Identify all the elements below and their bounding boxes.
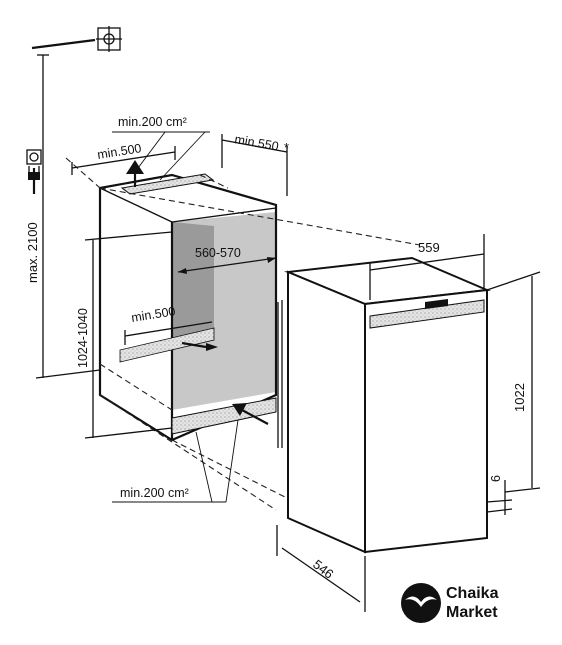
plug-icon <box>28 172 40 180</box>
inner-depth-dimension: min.500 <box>124 304 218 351</box>
appliance-height-dimension: 1022 <box>486 271 541 493</box>
dimension-tick <box>84 427 173 439</box>
dimension-tick <box>35 369 101 379</box>
niche-height-label: 1024-1040 <box>76 308 90 368</box>
electrical-connection-group <box>26 26 122 194</box>
niche-floor-hatch <box>119 327 215 363</box>
brand-name-line2: Market <box>446 604 498 621</box>
dimension-tick <box>486 499 513 503</box>
niche-depth-asterisk: * <box>284 140 289 155</box>
socket-box-icon <box>26 149 42 165</box>
niche-width-label: 560-570 <box>195 246 241 260</box>
dimension-tick <box>486 271 541 291</box>
bottom-vent-label: min.200 cm² <box>120 486 189 500</box>
appliance-height-label: 1022 <box>512 383 527 412</box>
top-vent-callout: min.200 cm² <box>112 115 210 181</box>
rail-marker <box>181 341 207 349</box>
dimension-tick <box>504 487 541 493</box>
niche-height-dimension: 1024-1040 <box>76 231 173 439</box>
arrow-right-icon <box>206 343 218 351</box>
dimension-line <box>177 257 277 273</box>
dimension-line <box>369 253 485 271</box>
niche-width-dimension: 560-570 <box>177 246 277 274</box>
socket-outlet-icon <box>29 152 39 162</box>
projection-line <box>99 394 277 511</box>
cabinet-inner-top <box>171 207 277 223</box>
callout-leader <box>159 131 206 181</box>
dimension-line <box>124 321 213 337</box>
projection-line <box>99 187 421 246</box>
bottom-airflow-arrow <box>232 403 269 425</box>
appliance-width-label: 559 <box>418 240 440 255</box>
dimension-tick <box>486 508 513 513</box>
brand-name-line1: Chaika <box>446 585 499 602</box>
projection-line <box>65 157 101 189</box>
top-vent-label: min.200 cm² <box>118 115 187 129</box>
projection-line <box>199 174 229 189</box>
arrowhead <box>178 268 187 274</box>
bottom-vent-callout: min.200 cm² <box>112 419 239 503</box>
top-vent-grille <box>120 173 215 195</box>
seagull-wing-icon <box>405 596 437 607</box>
niche-depth-label: min.550 <box>233 132 279 154</box>
gap-dimension: 6 <box>486 475 513 515</box>
max-height-label: max. 2100 <box>25 222 40 283</box>
dimension-line <box>281 547 361 603</box>
appliance-depth-label: 546 <box>310 557 336 582</box>
niche-side-wall <box>172 222 214 340</box>
gap-label: 6 <box>489 475 503 482</box>
arrowhead <box>267 257 276 263</box>
mains-cable <box>31 38 96 50</box>
top-depth-dimension: min.500 <box>71 141 176 175</box>
top-depth-label: min.500 <box>96 141 142 162</box>
max-height-dimension: max. 2100 <box>25 54 101 379</box>
top-airflow-arrow <box>126 160 144 187</box>
callout-leader <box>195 431 213 503</box>
niche-depth-dimension: min.550 * <box>221 132 289 196</box>
fridge-side <box>287 270 366 554</box>
dimension-line <box>71 151 176 169</box>
inner-depth-label: min.500 <box>130 304 176 325</box>
cabinet-top-edge <box>99 187 173 223</box>
projection-line <box>99 363 173 411</box>
arrow-up-icon <box>126 160 144 174</box>
arrow-left-icon <box>232 403 247 416</box>
dimension-line <box>221 139 288 153</box>
appliance-width-dimension: 559 <box>369 234 485 300</box>
dimension-tick <box>84 231 173 241</box>
refrigerator <box>277 256 491 554</box>
handle-icon <box>425 299 448 309</box>
arrow-shaft <box>241 409 269 425</box>
callout-leader <box>137 131 166 169</box>
fridge-door <box>364 288 488 554</box>
brand-logo: Chaika Market <box>401 583 499 623</box>
callout-leader <box>225 419 239 503</box>
